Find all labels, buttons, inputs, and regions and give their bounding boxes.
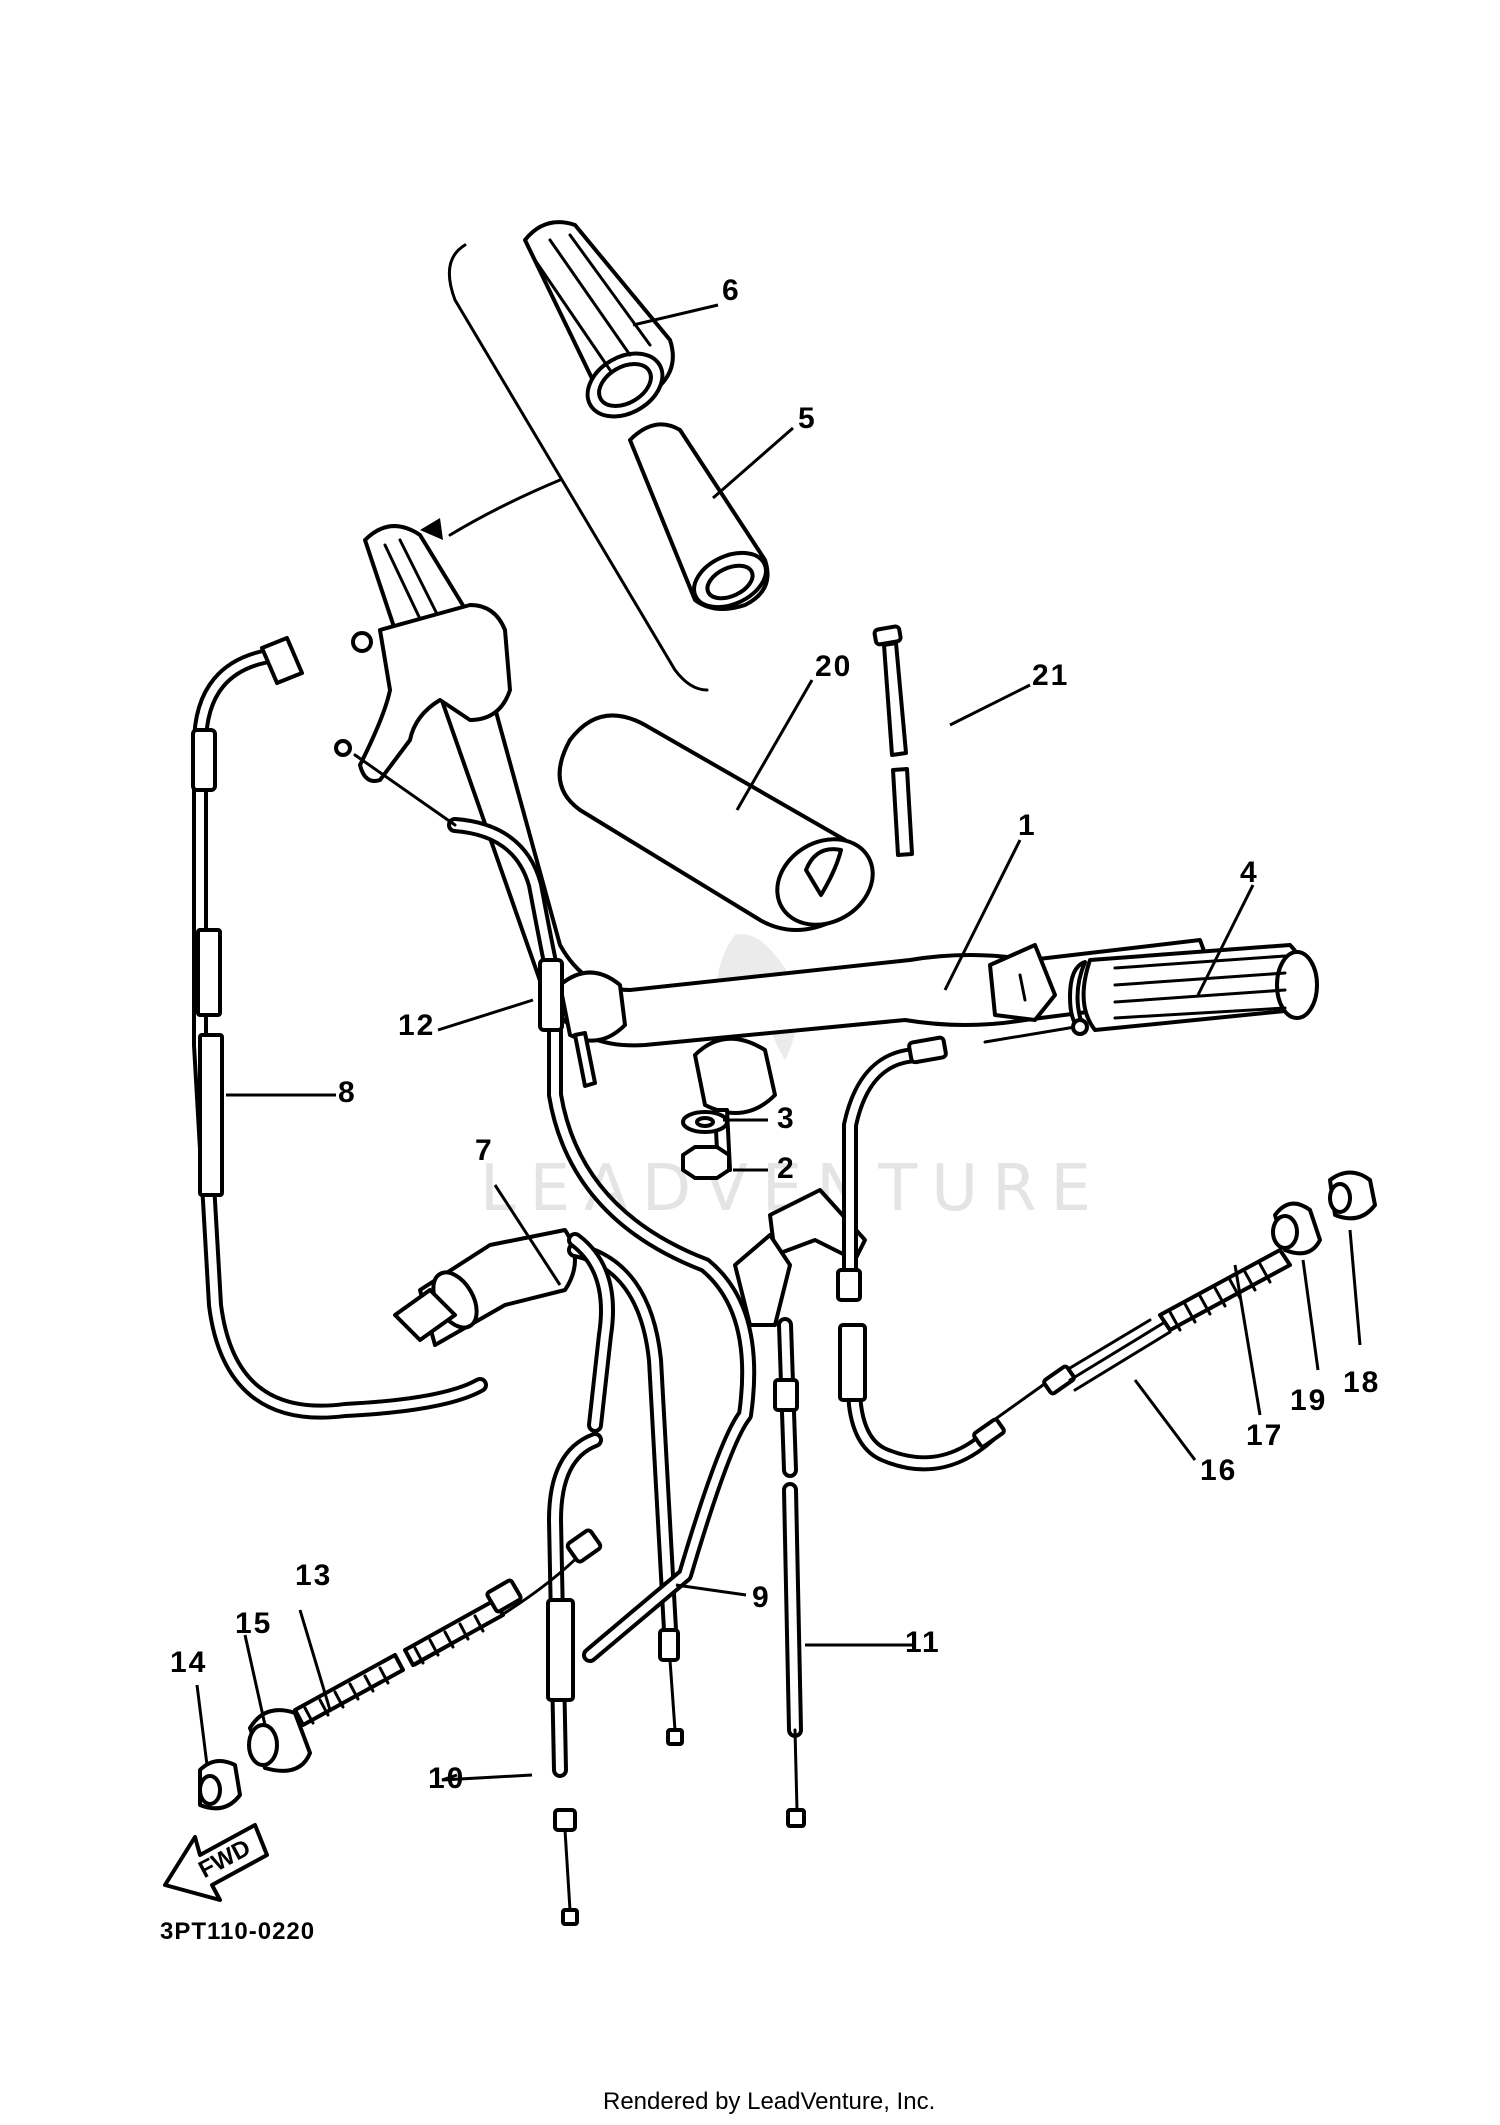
callout-12: 12 — [398, 1009, 435, 1042]
callout-11: 11 — [905, 1626, 941, 1659]
part-10-cable[interactable] — [546, 1232, 615, 1926]
part-2-nut[interactable] — [681, 1145, 731, 1180]
part-19-locknut[interactable] — [1271, 1201, 1322, 1256]
callout-18: 18 — [1343, 1366, 1380, 1399]
footer-credit: Rendered by LeadVenture, Inc. — [603, 2088, 936, 2115]
callout-2: 2 — [777, 1152, 796, 1185]
part-12-cable[interactable] — [334, 739, 757, 1667]
part-6-grip[interactable] — [523, 220, 675, 429]
callout-15: 15 — [235, 1607, 272, 1640]
part-16-cable[interactable] — [836, 1018, 1172, 1472]
part-20-grip-cover[interactable] — [557, 713, 889, 941]
callout-7: 7 — [475, 1134, 494, 1167]
handlebar-holder-left[interactable] — [558, 970, 627, 1088]
part-3-washer[interactable] — [681, 1110, 729, 1134]
throttle-lever[interactable] — [733, 1188, 867, 1327]
callout-1: 1 — [1018, 809, 1037, 842]
part-15-locknut[interactable] — [247, 1708, 312, 1773]
part-13-adjuster[interactable] — [293, 1578, 523, 1727]
callout-16: 16 — [1200, 1454, 1237, 1487]
callout-numbers: 6 5 20 21 1 4 12 3 2 7 8 9 11 10 16 17 1… — [170, 274, 1380, 1795]
part-21-strap[interactable] — [872, 624, 914, 857]
part-14-cap[interactable] — [198, 1759, 242, 1811]
callout-14: 14 — [170, 1646, 207, 1679]
inset-bracket — [420, 243, 709, 692]
callout-8: 8 — [338, 1076, 357, 1109]
part-11-cable[interactable] — [773, 1317, 806, 1828]
callout-19: 19 — [1290, 1384, 1327, 1417]
callout-17: 17 — [1246, 1419, 1283, 1452]
callout-13: 13 — [295, 1559, 332, 1592]
fwd-arrow-icon: FWD — [163, 1823, 269, 1902]
callout-5: 5 — [798, 402, 817, 435]
part-9-cable[interactable] — [567, 1242, 684, 1746]
part-4-right-grip[interactable] — [1068, 943, 1319, 1034]
diagram-code: 3PT110-0220 — [160, 1918, 316, 1945]
part-1-handlebar[interactable] — [438, 679, 1222, 1048]
part-5-sleeve[interactable] — [628, 422, 775, 617]
leader-lines — [195, 303, 1362, 1782]
part-7-junction[interactable] — [393, 1228, 577, 1347]
callout-20: 20 — [815, 650, 852, 683]
callout-10: 10 — [428, 1762, 465, 1795]
callout-9: 9 — [752, 1581, 771, 1614]
callout-21: 21 — [1032, 659, 1069, 692]
callout-3: 3 — [777, 1102, 796, 1135]
callout-6: 6 — [722, 274, 741, 307]
part-8-cable[interactable] — [191, 636, 488, 1420]
part-17-adjuster[interactable] — [1158, 1248, 1292, 1332]
part-18-cap[interactable] — [1328, 1170, 1377, 1221]
left-grip-assembly[interactable] — [351, 524, 512, 783]
callout-4: 4 — [1240, 856, 1259, 889]
